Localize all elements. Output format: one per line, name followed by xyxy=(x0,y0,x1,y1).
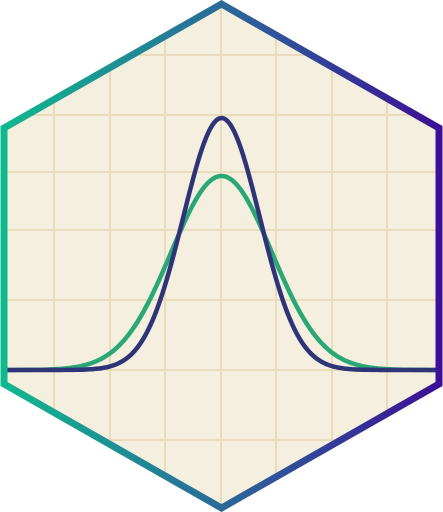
narrow-normal-curve xyxy=(4,115,439,373)
wide-normal-curve xyxy=(4,173,439,373)
distribution-curves xyxy=(4,115,439,373)
